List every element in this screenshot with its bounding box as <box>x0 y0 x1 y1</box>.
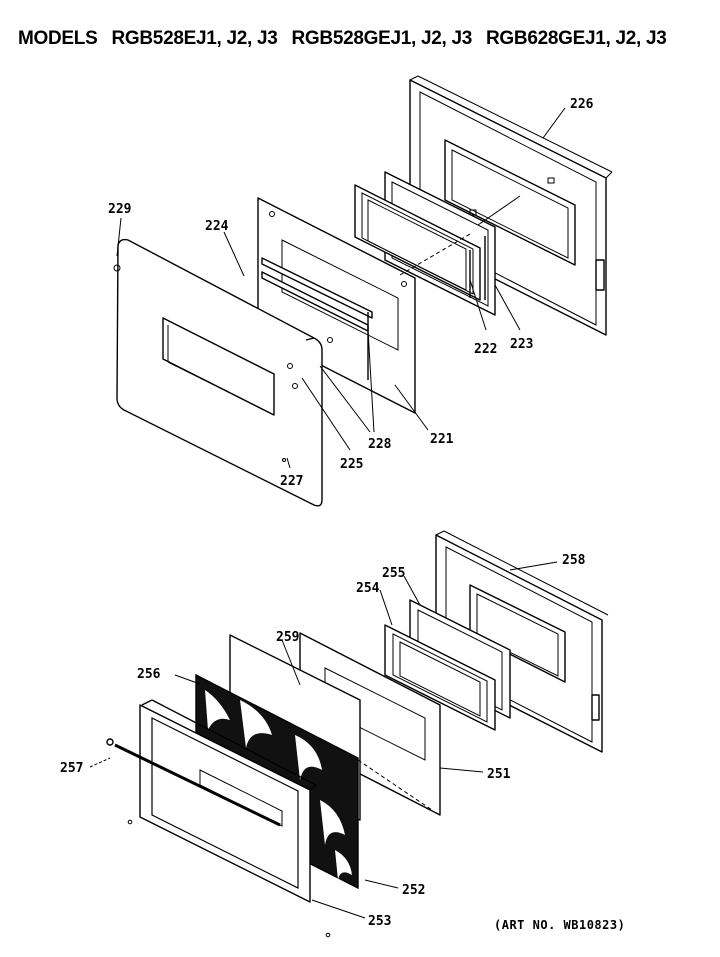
label-255: 255 <box>382 566 405 581</box>
label-258: 258 <box>562 553 586 568</box>
part-228-channels <box>261 257 373 380</box>
label-256: 256 <box>137 667 161 682</box>
upper-door-assembly <box>113 75 613 507</box>
lower-leader-lines <box>89 561 558 919</box>
part-227-outer-door <box>113 238 323 507</box>
label-225: 225 <box>340 457 363 472</box>
part-257-rod <box>106 738 281 827</box>
model-group-1: RGB528EJ1, J2, J3 <box>111 28 278 49</box>
label-253: 253 <box>368 914 391 929</box>
models-prefix: MODELS <box>18 28 98 49</box>
upper-leader-lines <box>116 107 566 469</box>
label-254: 254 <box>356 581 380 596</box>
part-222-glass-pack <box>354 184 481 301</box>
model-group-2: RGB528GEJ1, J2, J3 <box>291 28 473 49</box>
part-253-front-frame <box>127 699 331 938</box>
label-228: 228 <box>368 437 392 452</box>
art-number: (ART NO. WB10823) <box>494 918 626 932</box>
model-group-3: RGB628GEJ1, J2, J3 <box>486 28 667 49</box>
lower-door-assembly <box>89 530 609 938</box>
label-251: 251 <box>487 767 511 782</box>
part-254-glass-pack <box>384 624 496 731</box>
label-227: 227 <box>280 474 303 489</box>
label-224: 224 <box>205 219 229 234</box>
part-number-labels: 226 229 224 222 223 228 221 225 227 258 … <box>60 97 594 929</box>
label-257: 257 <box>60 761 83 776</box>
label-252: 252 <box>402 883 425 898</box>
label-229: 229 <box>108 202 131 217</box>
label-223: 223 <box>510 337 533 352</box>
label-222: 222 <box>474 342 497 357</box>
label-221: 221 <box>430 432 454 447</box>
page-title: MODELS RGB528EJ1, J2, J3 RGB528GEJ1, J2, J… <box>18 28 681 50</box>
label-226: 226 <box>570 97 594 112</box>
label-259: 259 <box>276 630 299 645</box>
